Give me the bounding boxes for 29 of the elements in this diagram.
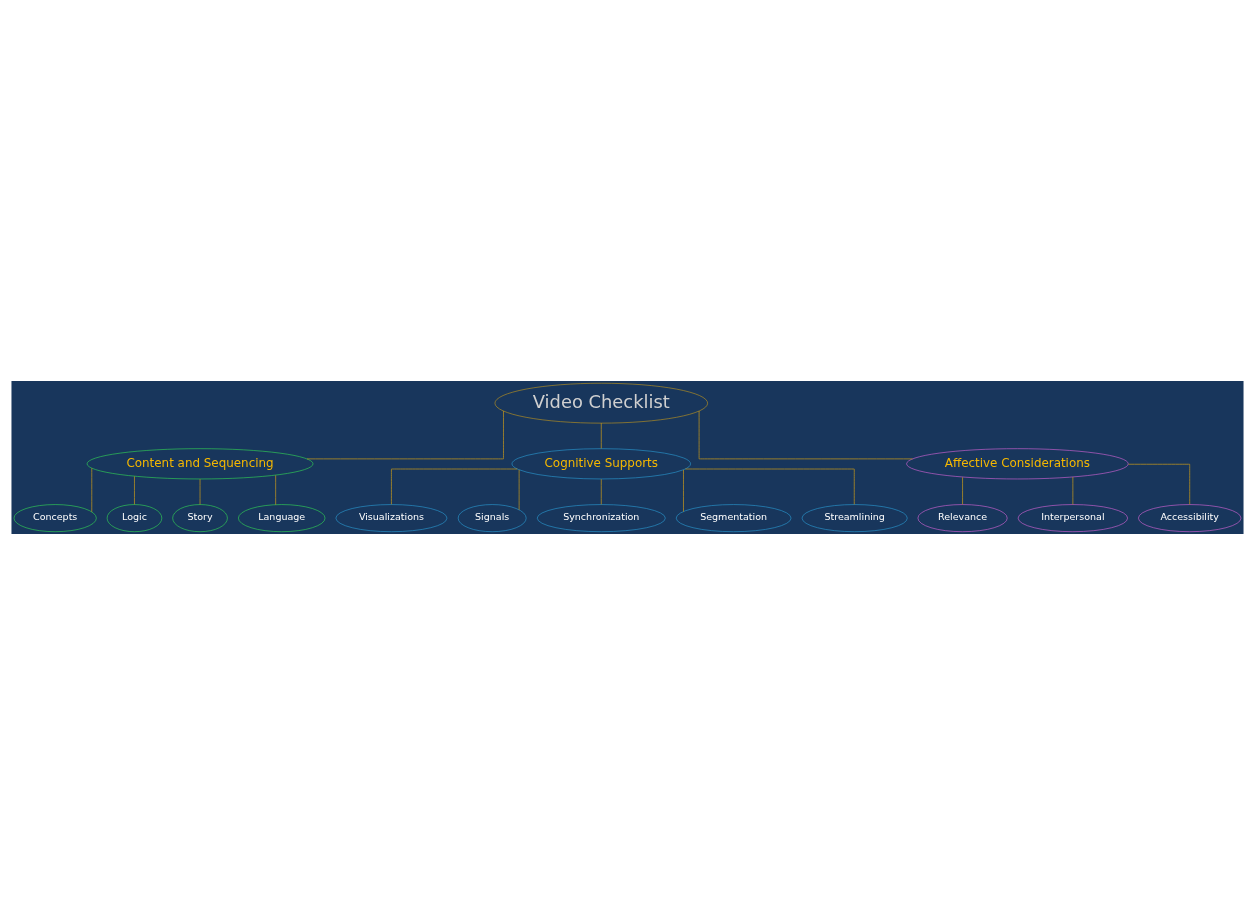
node-ellipse: Content and Sequencing (86, 447, 314, 479)
connector (683, 468, 684, 512)
connector (391, 468, 518, 505)
node-ellipse: Logic (106, 503, 163, 532)
node-ellipse: Segmentation (675, 503, 792, 532)
connector (600, 478, 602, 505)
node-ellipse: Accessibility (1138, 503, 1242, 532)
connector (134, 475, 135, 505)
node-ellipse: Affective Considerations (906, 447, 1129, 479)
node-ellipse: Story (172, 503, 228, 532)
connector (1072, 476, 1074, 505)
node-ellipse: Interpersonal (1017, 503, 1128, 532)
connector (275, 474, 277, 505)
node-ellipse: Video Checklist (494, 382, 708, 423)
connector (91, 467, 93, 512)
connector (306, 410, 504, 459)
connector (962, 476, 963, 505)
node-ellipse: Concepts (13, 503, 97, 532)
node-ellipse: Language (238, 503, 326, 532)
connector (600, 422, 602, 449)
connector (1128, 463, 1191, 505)
node-ellipse: Synchronization (536, 503, 666, 532)
connector (698, 410, 913, 459)
node-ellipse: Relevance (917, 503, 1008, 532)
node-ellipse: Visualizations (335, 503, 448, 532)
node-ellipse: Cognitive Supports (511, 447, 691, 479)
node-ellipse: Streamlining (801, 503, 908, 532)
connector (685, 468, 855, 505)
node-ellipse: Signals (457, 503, 527, 532)
